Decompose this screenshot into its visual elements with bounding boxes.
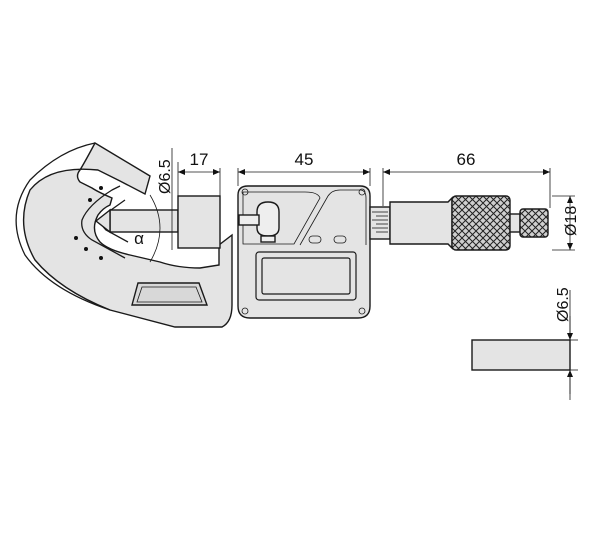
dim-detail-diameter: Ø6.5 <box>555 287 572 322</box>
lcd-frame <box>255 251 357 301</box>
angle-label: α <box>134 229 144 248</box>
frame-dot <box>84 247 88 251</box>
frame-dot <box>88 198 92 202</box>
sleeve-thimble <box>369 195 549 251</box>
body-button <box>333 235 347 244</box>
lcd-screen <box>261 257 351 295</box>
dim-17: 17 <box>190 150 209 169</box>
dimension-lines <box>149 148 575 263</box>
dim-66: 66 <box>457 150 476 169</box>
frame-dot <box>74 236 78 240</box>
dim-45: 45 <box>295 150 314 169</box>
sleeve-ticks <box>372 211 388 233</box>
ratchet <box>519 208 549 238</box>
body-button <box>308 235 322 244</box>
dim-thimble-diameter: Ø18 <box>563 206 580 236</box>
frame-dot <box>99 256 103 260</box>
display-body <box>237 185 371 319</box>
c-frame <box>15 142 233 328</box>
dim-spindle-diameter: Ø6.5 <box>157 159 174 194</box>
knurled-thimble <box>451 195 511 251</box>
spindle <box>94 195 221 249</box>
frame-dot <box>99 186 103 190</box>
detail-block <box>471 290 578 400</box>
